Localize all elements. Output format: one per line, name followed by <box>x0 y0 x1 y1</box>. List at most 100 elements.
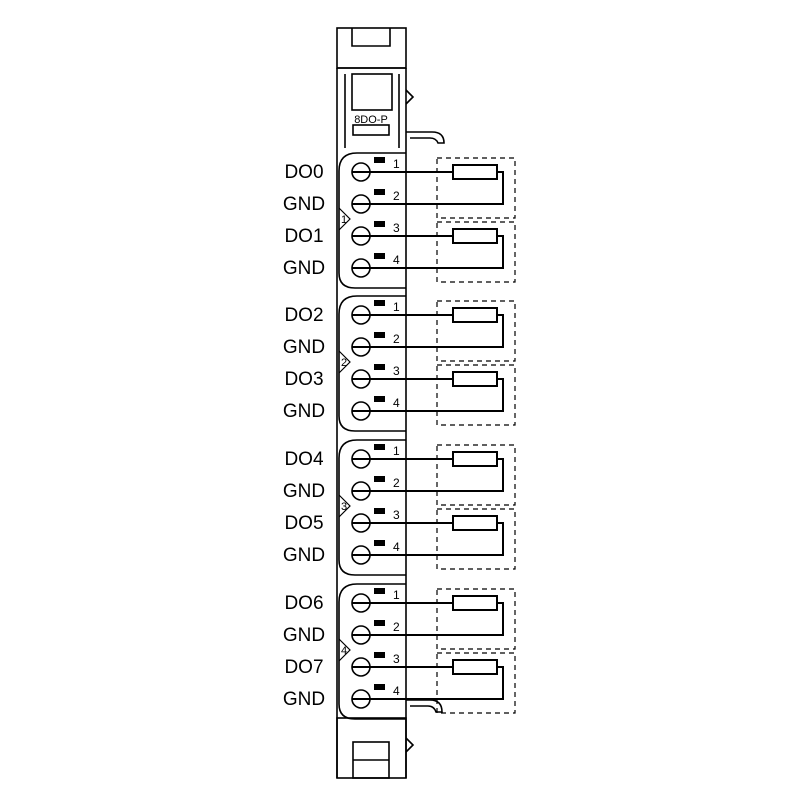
load-resistor-0 <box>352 157 516 219</box>
pin-number: 3 <box>393 508 400 522</box>
load-resistor-5 <box>352 508 516 570</box>
pin-number: 4 <box>393 396 400 410</box>
lower-hook <box>406 699 443 713</box>
pin-number: 2 <box>393 620 400 634</box>
signal-label: GND <box>283 481 325 502</box>
resistor-icon <box>452 515 498 531</box>
led-indicator <box>374 476 385 482</box>
load-box <box>436 221 516 283</box>
group-number: 4 <box>341 645 347 657</box>
top-latch <box>351 28 391 47</box>
top-lock <box>351 73 393 111</box>
load-box <box>436 364 516 426</box>
load-resistor-6 <box>352 588 516 650</box>
led-indicator <box>374 253 385 259</box>
load-wire <box>352 666 504 700</box>
resistor-icon <box>452 371 498 387</box>
load-box <box>436 444 516 506</box>
group-marker-icon <box>338 638 351 662</box>
led-indicator <box>374 332 385 338</box>
led-indicator <box>374 652 385 658</box>
signal-label: DO1 <box>284 226 323 247</box>
load-box <box>436 300 516 362</box>
signal-label: DO3 <box>284 369 323 390</box>
signal-label: GND <box>283 689 325 710</box>
pin-number: 1 <box>393 300 400 314</box>
pin-number: 2 <box>393 476 400 490</box>
signal-label: DO4 <box>284 449 324 470</box>
group-number: 3 <box>341 501 347 513</box>
resistor-icon <box>452 307 498 323</box>
signal-label: DO2 <box>284 305 323 326</box>
load-resistor-2 <box>352 300 516 362</box>
resistor-icon <box>452 164 498 180</box>
led-indicator <box>374 684 385 690</box>
load-resistor-7 <box>352 652 516 714</box>
led-indicator <box>374 189 385 195</box>
terminal-group-outline <box>338 295 406 432</box>
module-label-box <box>352 124 390 136</box>
signal-label: DO0 <box>284 162 323 183</box>
signal-label: GND <box>283 401 325 422</box>
signal-label: GND <box>283 625 325 646</box>
load-box <box>436 588 516 650</box>
group-number: 2 <box>341 357 347 369</box>
load-resistor-4 <box>352 444 516 506</box>
load-box <box>436 157 516 219</box>
group-marker-icon <box>338 207 351 231</box>
led-indicator <box>374 221 385 227</box>
resistor-icon <box>452 228 498 244</box>
group-marker-icon <box>338 494 351 518</box>
pin-number: 4 <box>393 684 400 698</box>
bottom-connector <box>336 717 407 779</box>
bottom-clip <box>405 737 415 753</box>
led-indicator <box>374 444 385 450</box>
led-indicator <box>374 588 385 594</box>
signal-label: GND <box>283 545 325 566</box>
resistor-icon <box>452 595 498 611</box>
load-wire <box>352 171 504 205</box>
load-resistor-3 <box>352 364 516 426</box>
led-indicator <box>374 364 385 370</box>
pin-number: 3 <box>393 652 400 666</box>
load-wire <box>352 235 504 269</box>
pin-number: 2 <box>393 332 400 346</box>
module-label: 8DO-P <box>354 114 388 126</box>
signal-label: DO5 <box>284 513 323 534</box>
led-indicator <box>374 540 385 546</box>
terminal-group-outline <box>338 583 406 720</box>
terminal-group-outline <box>338 439 406 576</box>
module-housing <box>336 27 445 779</box>
load-box <box>436 508 516 570</box>
load-wire <box>352 522 504 556</box>
load-wire <box>352 314 504 348</box>
group-number: 1 <box>341 214 347 226</box>
resistor-icon <box>452 659 498 675</box>
top-connector <box>336 27 407 69</box>
pin-number: 1 <box>393 588 400 602</box>
load-wire <box>352 378 504 412</box>
terminal-group-outline <box>338 152 406 289</box>
signal-label: DO7 <box>284 657 323 678</box>
signal-label: GND <box>283 258 325 279</box>
resistor-icon <box>452 451 498 467</box>
signal-label: GND <box>283 337 325 358</box>
load-wire <box>352 458 504 492</box>
led-indicator <box>374 300 385 306</box>
signal-label: GND <box>283 194 325 215</box>
group-marker-icon <box>338 350 351 374</box>
pin-number: 4 <box>393 253 400 267</box>
pin-number: 3 <box>393 364 400 378</box>
pin-number: 1 <box>393 444 400 458</box>
upper-hook <box>406 131 445 144</box>
pin-number: 3 <box>393 221 400 235</box>
pin-number: 4 <box>393 540 400 554</box>
signal-label: DO6 <box>284 593 323 614</box>
pin-number: 2 <box>393 189 400 203</box>
led-indicator <box>374 157 385 163</box>
pin-number: 1 <box>393 157 400 171</box>
